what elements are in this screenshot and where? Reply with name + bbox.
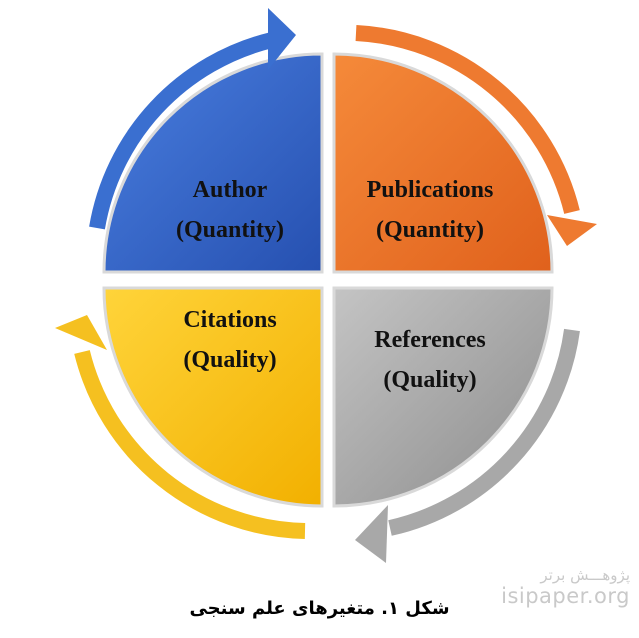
author-label: Author (Quantity) bbox=[176, 177, 284, 243]
watermark: پژوهـــش برتر isipaper.org bbox=[495, 566, 630, 608]
publications-label: Publications (Quantity) bbox=[366, 177, 494, 243]
watermark-latin: isipaper.org bbox=[501, 584, 630, 608]
references-label: References (Quality) bbox=[374, 327, 486, 393]
watermark-persian: پژوهـــش برتر bbox=[540, 566, 630, 584]
quadrant-references bbox=[332, 286, 554, 508]
quadrant-citations bbox=[102, 286, 324, 508]
quadrant-author bbox=[102, 52, 324, 274]
quadrant-publications bbox=[332, 52, 554, 274]
citations-label: Citations (Quality) bbox=[183, 307, 277, 373]
arrow-citations-to-author bbox=[55, 315, 306, 539]
arrow-author-to-publications bbox=[89, 8, 296, 230]
figure-caption: شکل ۱. متغیرهای علم سنجی bbox=[189, 598, 450, 619]
arrow-publications-to-references bbox=[355, 25, 597, 246]
arrow-references-to-citations bbox=[355, 328, 580, 563]
